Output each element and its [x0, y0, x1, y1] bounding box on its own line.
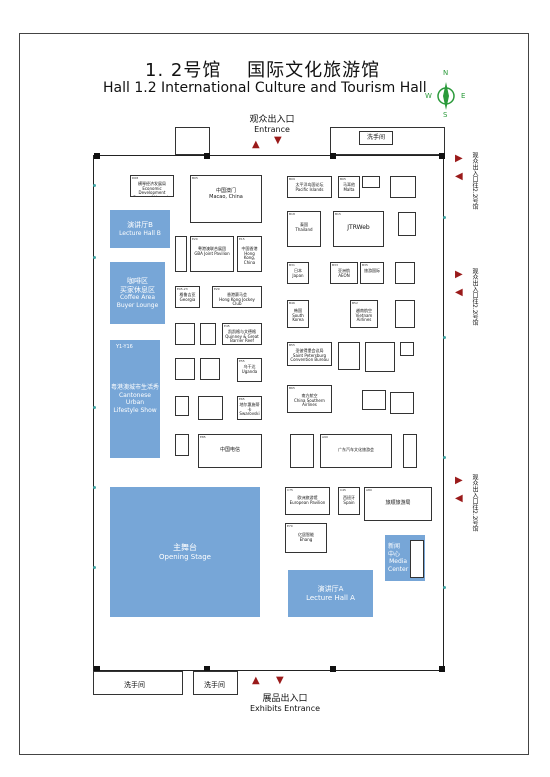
booth-small[interactable]	[200, 358, 220, 380]
arrow-right-icon: ▶	[455, 475, 463, 486]
booth-small[interactable]	[398, 212, 416, 236]
booth-small[interactable]	[175, 434, 189, 456]
arrow-left-icon: ◀	[455, 171, 463, 182]
booth-small[interactable]	[362, 390, 386, 410]
booth-small[interactable]	[403, 434, 417, 468]
arrow-up-icon: ▲	[252, 675, 260, 686]
booth-small[interactable]	[410, 540, 424, 578]
compass-icon	[437, 82, 455, 110]
lifestyle-show[interactable]: Y1-Y16 粤港澳城市生活秀 Cantonese Urban Lifestyl…	[110, 340, 160, 458]
map-frame	[19, 33, 529, 755]
toilet-bottom-left: 洗手间	[93, 671, 183, 695]
top-stair-left	[175, 127, 210, 155]
arrow-left-icon: ◀	[455, 287, 463, 298]
compass-s: S	[443, 111, 448, 119]
hall-title-cn: 1. 2号馆 国际文化旅游馆	[145, 60, 381, 81]
bottom-entrance-label: 展品出入口 Exhibits Entrance	[249, 694, 321, 713]
compass-n: N	[443, 69, 449, 77]
lecture-hall-a[interactable]: 演讲厅A Lecture Hall A	[288, 570, 373, 617]
compass: N S E W	[425, 69, 470, 120]
exit-label-bottom: 观众出入口往2.2号馆	[471, 474, 478, 532]
booth-small[interactable]	[175, 236, 187, 272]
top-entrance-label: 观众出入口 Entrance	[249, 115, 295, 134]
booth-small[interactable]	[175, 358, 195, 380]
lecture-hall-b[interactable]: 演讲厅B Lecture Hall B	[110, 210, 170, 248]
booth-small[interactable]	[395, 262, 415, 284]
booth-small[interactable]	[400, 342, 414, 356]
arrow-down-icon: ▼	[274, 135, 282, 146]
compass-w: W	[425, 92, 432, 100]
booth-small[interactable]	[338, 342, 360, 370]
booth-small[interactable]	[198, 396, 223, 420]
booth-small[interactable]	[175, 396, 189, 416]
compass-e: E	[461, 92, 466, 100]
arrow-left-icon: ◀	[455, 493, 463, 504]
arrow-up-icon: ▲	[252, 139, 260, 150]
opening-stage[interactable]: 主舞台 Opening Stage	[110, 487, 260, 617]
toilet-top: 洗手间	[330, 127, 445, 155]
hall-title-en: Hall 1.2 International Culture and Touri…	[103, 80, 427, 96]
exit-label-mid: 观众出入口往2.2号馆	[471, 268, 478, 326]
booth-small[interactable]	[362, 176, 380, 188]
exit-label-top: 观众出入口往2.2号馆	[471, 152, 478, 210]
booth-small[interactable]	[390, 392, 414, 414]
booth-small[interactable]	[175, 323, 195, 345]
arrow-down-icon: ▼	[276, 675, 284, 686]
booth-small[interactable]	[365, 342, 395, 372]
toilet-bottom-right: 洗手间	[193, 671, 238, 695]
booth-small[interactable]	[200, 323, 216, 345]
booth-small[interactable]	[290, 434, 314, 468]
booth-small[interactable]	[395, 300, 415, 328]
arrow-right-icon: ▶	[455, 269, 463, 280]
booth-small[interactable]	[390, 176, 416, 198]
coffee-area[interactable]: 咖啡区 买家休息区 Coffee Area Buyer Lounge	[110, 262, 165, 324]
arrow-right-icon: ▶	[455, 153, 463, 164]
